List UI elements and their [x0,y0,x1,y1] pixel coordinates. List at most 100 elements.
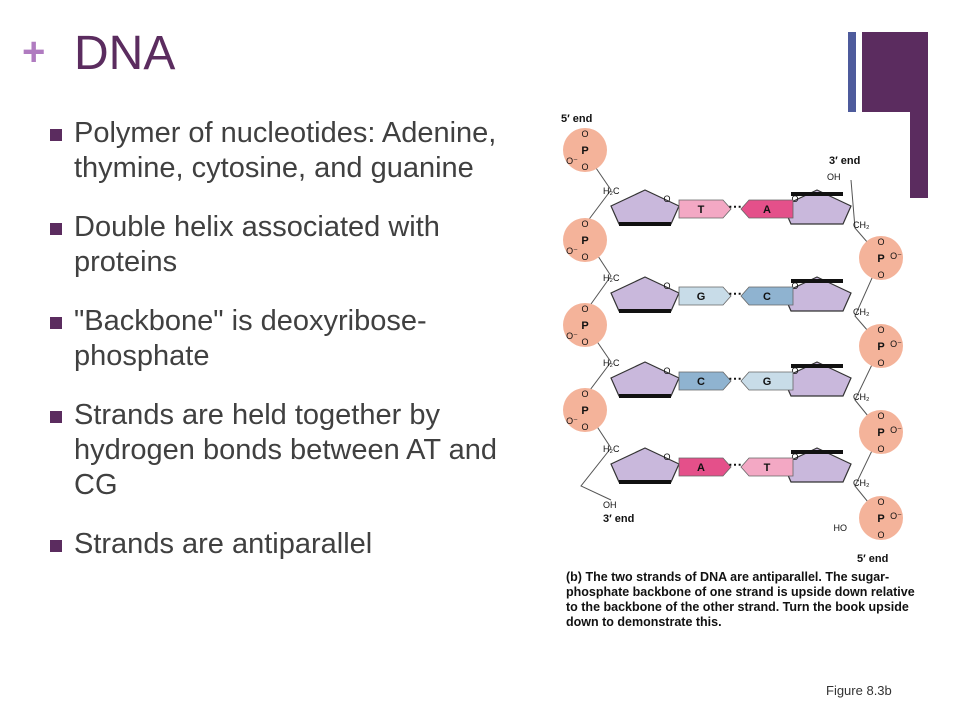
label-5-prime-top: 5′ end [561,113,592,125]
oxygen-label: O [877,411,884,421]
ring-oxygen-label: O [663,281,670,291]
oxygen-ion-label: O⁻ [890,339,902,349]
hydrogen-bond: ⋯ [728,370,742,386]
ring-oxygen-label: O [791,366,798,376]
methylene-label: CH₂ [853,307,870,317]
decor-bar-side [910,112,928,198]
base-right [740,199,794,219]
oxygen-label: O [581,162,588,172]
decor-bar-thin [848,32,856,112]
hydroxyl-label: OH [603,500,617,510]
bullet-item: Strands are antiparallel [50,527,520,562]
label-3-prime-bottom: 3′ end [603,513,634,525]
bullet-item: Polymer of nucleotides: Adenine, thymine… [50,116,520,186]
oxygen-label: O [581,129,588,139]
phosphate-left [563,388,607,432]
base-right [740,457,794,477]
base-right [740,371,794,391]
ring-oxygen-label: O [663,366,670,376]
phosphorus-label: P [581,235,588,247]
oxygen-ion-label: O⁻ [566,416,578,426]
oxygen-label: O [877,497,884,507]
bullet-item: "Backbone" is deoxyribose-phosphate [50,304,520,374]
oxygen-label: O [581,337,588,347]
caption-text: The two strands of DNA are antiparallel.… [566,570,915,629]
phosphate-right [859,496,903,540]
ring-oxygen-label: O [663,194,670,204]
oxygen-label: O [877,444,884,454]
methylene-label: H₂C [603,186,620,196]
decor-bar-main [862,32,928,112]
methylene-label: H₂C [603,358,620,368]
hydroxyl-label: OH [827,172,841,182]
ring-oxygen-label: O [663,452,670,462]
hydrogen-bond: ⋯ [728,285,742,301]
oxygen-label: O [581,422,588,432]
base-right [740,286,794,306]
methylene-label: CH₂ [853,478,870,488]
sugar-left [610,361,680,397]
sugar-left [610,189,680,225]
methylene-label: CH₂ [853,220,870,230]
phosphorus-label: P [581,320,588,332]
hydrogen-bond: ⋯ [728,456,742,472]
caption-label: (b) [566,570,582,584]
figure-reference: Figure 8.3b [826,683,892,698]
label-5-prime-bottom: 5′ end [857,553,888,565]
oxygen-label: O [877,270,884,280]
oxygen-ion-label: O⁻ [890,511,902,521]
base-letter: G [763,376,772,388]
base-letter: A [697,462,705,474]
phosphate-right [859,410,903,454]
phosphate-right [859,324,903,368]
phosphorus-label: P [581,405,588,417]
oxygen-label: O [581,252,588,262]
methylene-label: CH₂ [853,392,870,402]
bullet-square-icon [50,540,62,552]
bullet-square-icon [50,411,62,423]
methylene-label: H₂C [603,444,620,454]
ring-oxygen-label: O [791,452,798,462]
ring-oxygen-label: O [791,281,798,291]
oxygen-label: O [877,358,884,368]
bullet-list: Polymer of nucleotides: Adenine, thymine… [50,116,520,586]
label-3-prime-top: 3′ end [829,155,860,167]
bullet-item: Double helix associated with proteins [50,210,520,280]
phosphate-left [563,303,607,347]
methylene-label: H₂C [603,273,620,283]
plus-mark: + [22,30,46,74]
base-left [678,457,732,477]
base-left [678,371,732,391]
phosphate-left [563,218,607,262]
oxygen-label: O [877,530,884,540]
oxygen-ion-label: O⁻ [890,251,902,261]
hydroxyl-label: HO [834,523,848,533]
oxygen-ion-label: O⁻ [566,156,578,166]
oxygen-label: O [581,389,588,399]
oxygen-label: O [581,304,588,314]
oxygen-ion-label: O⁻ [566,331,578,341]
bullet-item: Strands are held together by hydrogen bo… [50,398,520,503]
base-letter: T [698,204,705,216]
phosphorus-label: P [581,145,588,157]
oxygen-label: O [581,219,588,229]
bullet-square-icon [50,223,62,235]
phosphate-left [563,128,607,172]
slide-title: DNA [74,27,176,80]
phosphorus-label: P [877,341,884,353]
phosphate-right [859,236,903,280]
hydrogen-bond: ⋯ [728,198,742,214]
phosphorus-label: P [877,427,884,439]
base-left [678,199,732,219]
oxygen-ion-label: O⁻ [566,246,578,256]
sugar-left [610,276,680,312]
oxygen-label: O [877,237,884,247]
base-letter: A [763,204,771,216]
base-letter: G [697,291,706,303]
ring-oxygen-label: O [791,194,798,204]
base-letter: C [763,291,771,303]
sugar-left [610,447,680,483]
oxygen-ion-label: O⁻ [890,425,902,435]
